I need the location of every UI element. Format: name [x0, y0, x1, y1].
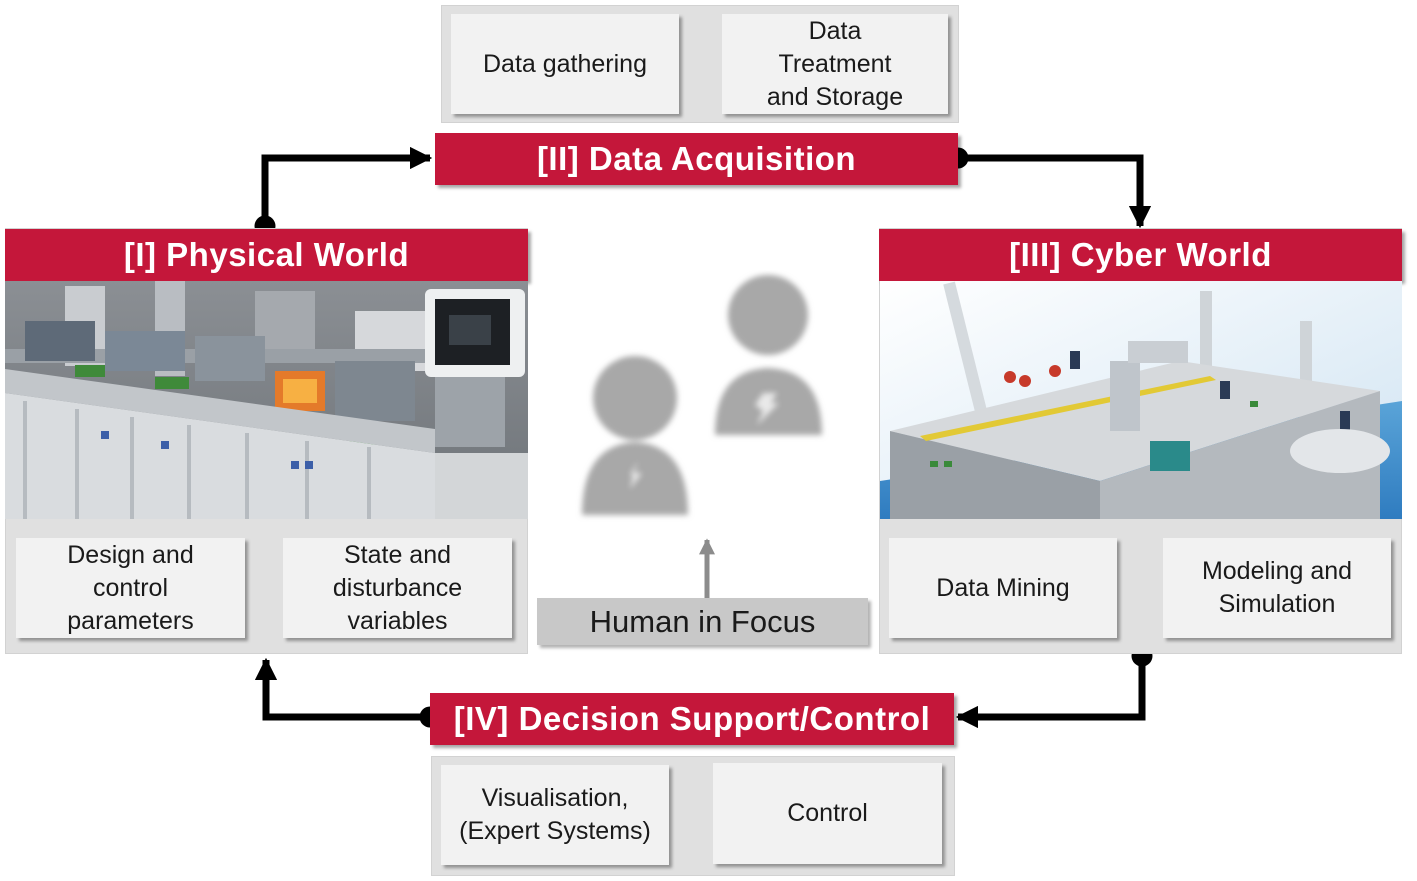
wrench-icon	[755, 393, 779, 425]
arrow-cyber-to-decision	[955, 645, 1153, 729]
human-figures	[570, 270, 840, 530]
arrow-decision-to-physical	[254, 657, 441, 728]
data-treatment-box: Data Treatment and Storage	[722, 14, 948, 114]
state-disturbance-variables-box: State and disturbance variables	[283, 538, 512, 638]
arrow-acquisition-to-cyber	[947, 147, 1152, 229]
physical-world-banner: [I] Physical World	[5, 229, 528, 281]
engineer-head	[728, 275, 808, 355]
physical-world-photo	[5, 281, 528, 519]
control-box: Control	[713, 763, 942, 864]
data-mining-box: Data Mining	[889, 538, 1117, 638]
data-acquisition-banner: [II] Data Acquisition	[435, 133, 958, 185]
data-gathering-box: Data gathering	[451, 14, 679, 114]
worker-head	[593, 356, 677, 440]
lightning-icon	[630, 461, 642, 489]
modeling-simulation-box: Modeling and Simulation	[1163, 538, 1391, 638]
arrow-physical-to-acquisition	[254, 146, 433, 237]
decision-support-banner: [IV] Decision Support/Control	[430, 693, 954, 745]
cyber-world-banner: [III] Cyber World	[879, 229, 1402, 281]
design-control-parameters-box: Design and control parameters	[16, 538, 245, 638]
visualisation-expert-systems-box: Visualisation, (Expert Systems)	[441, 765, 669, 865]
cyber-world-rendering	[880, 281, 1402, 519]
human-in-focus-label: Human in Focus	[537, 598, 868, 645]
